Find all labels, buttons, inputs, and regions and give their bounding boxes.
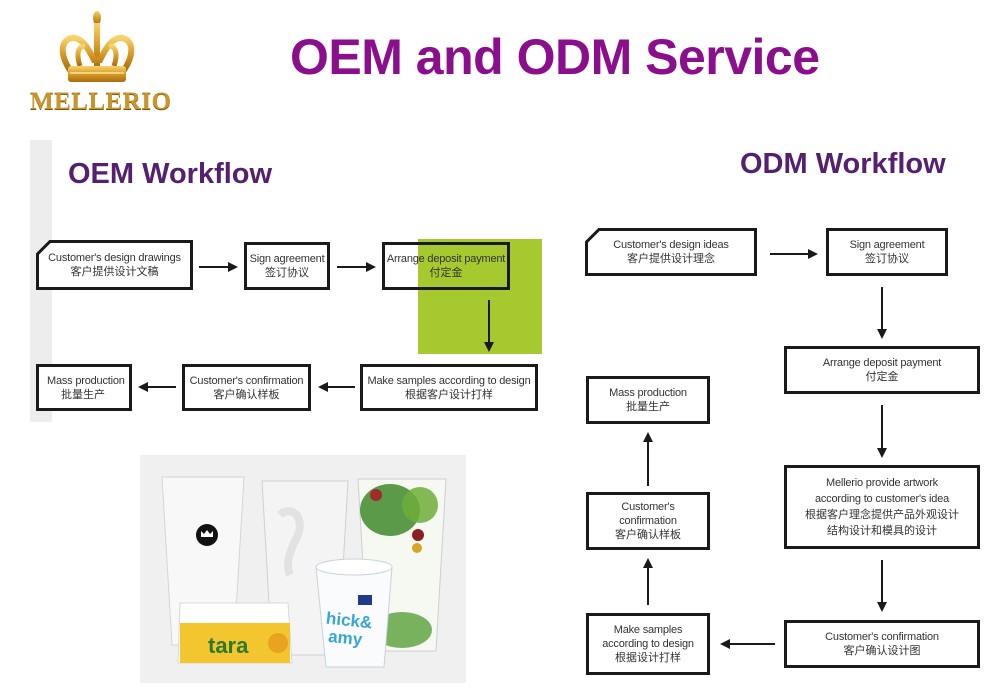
step-label-cn: 付定金: [865, 370, 899, 383]
step-label-cn: 签订协议: [865, 252, 909, 265]
step-label-en: Customer's design ideas: [613, 239, 729, 251]
step-label-cn: 客户提供设计文稿: [70, 265, 159, 278]
step-label-en: Make samples: [613, 624, 683, 636]
step-label-en: Customer's: [621, 501, 675, 513]
page-title: OEM and ODM Service: [290, 29, 820, 85]
step-label-en: Customer's confirmation: [189, 374, 304, 387]
step-label-cn-2: 结构设计和模具的设计: [827, 524, 937, 537]
step-label-cn: 客户确认样板: [213, 387, 280, 401]
odm-step-6: Make samples according to design 根据设计打样: [586, 613, 710, 675]
svg-text:amy: amy: [327, 627, 363, 650]
brand-name: MELLERIO: [30, 88, 172, 115]
cups-illustration: hick& amy tara: [140, 455, 466, 683]
step-label-cn: 批量生产: [626, 400, 670, 413]
step-label-en-2: confirmation: [619, 515, 677, 527]
crown-icon: [59, 11, 135, 82]
step-label-en: Make samples according to design: [367, 374, 531, 387]
step-label-cn: 根据设计打样: [615, 651, 681, 664]
green-highlight: [418, 239, 542, 354]
step-label-en: Arrange deposit payment: [822, 357, 942, 369]
step-label-en: Arrange deposit payment: [386, 253, 506, 265]
brand-logo: MELLERIO: [30, 10, 172, 120]
step-label-en: Mass production: [609, 387, 687, 399]
step-label-en-2: according to design: [602, 638, 694, 650]
oem-workflow-title: OEM Workflow: [68, 158, 273, 190]
step-label-cn: 根据客户理念提供产品外观设计: [805, 508, 959, 521]
crown-icon: [201, 530, 213, 537]
odm-step-7: Customer's confirmation 客户确认样板: [586, 492, 710, 550]
product-photo: hick& amy tara: [140, 455, 466, 683]
step-label-en: Sign agreement: [249, 253, 325, 265]
step-label-en: Customer's confirmation: [825, 631, 939, 643]
step-label-en: Customer's design drawings: [48, 252, 181, 264]
step-label-cn: 客户确认样板: [615, 528, 681, 541]
odm-step-4: Mellerio provide artwork according to cu…: [784, 465, 980, 549]
step-label-en-2: according to customer's idea: [814, 493, 950, 505]
step-label-en: Mass production: [47, 374, 125, 387]
svg-text:tara: tara: [208, 633, 249, 658]
odm-workflow-title: ODM Workflow: [740, 148, 946, 180]
step-label-cn: 批量生产: [61, 387, 105, 401]
step-label-en: Sign agreement: [849, 239, 925, 251]
step-label-cn: 付定金: [429, 266, 463, 279]
step-label-en: Mellerio provide artwork: [826, 477, 938, 489]
svg-text:hick&: hick&: [325, 609, 373, 633]
step-label-cn: 客户提供设计理念: [626, 252, 715, 265]
step-label-cn: 根据客户设计打样: [405, 387, 493, 401]
step-label-cn: 客户确认设计图: [843, 644, 921, 657]
step-label-cn: 签订协议: [265, 266, 309, 279]
